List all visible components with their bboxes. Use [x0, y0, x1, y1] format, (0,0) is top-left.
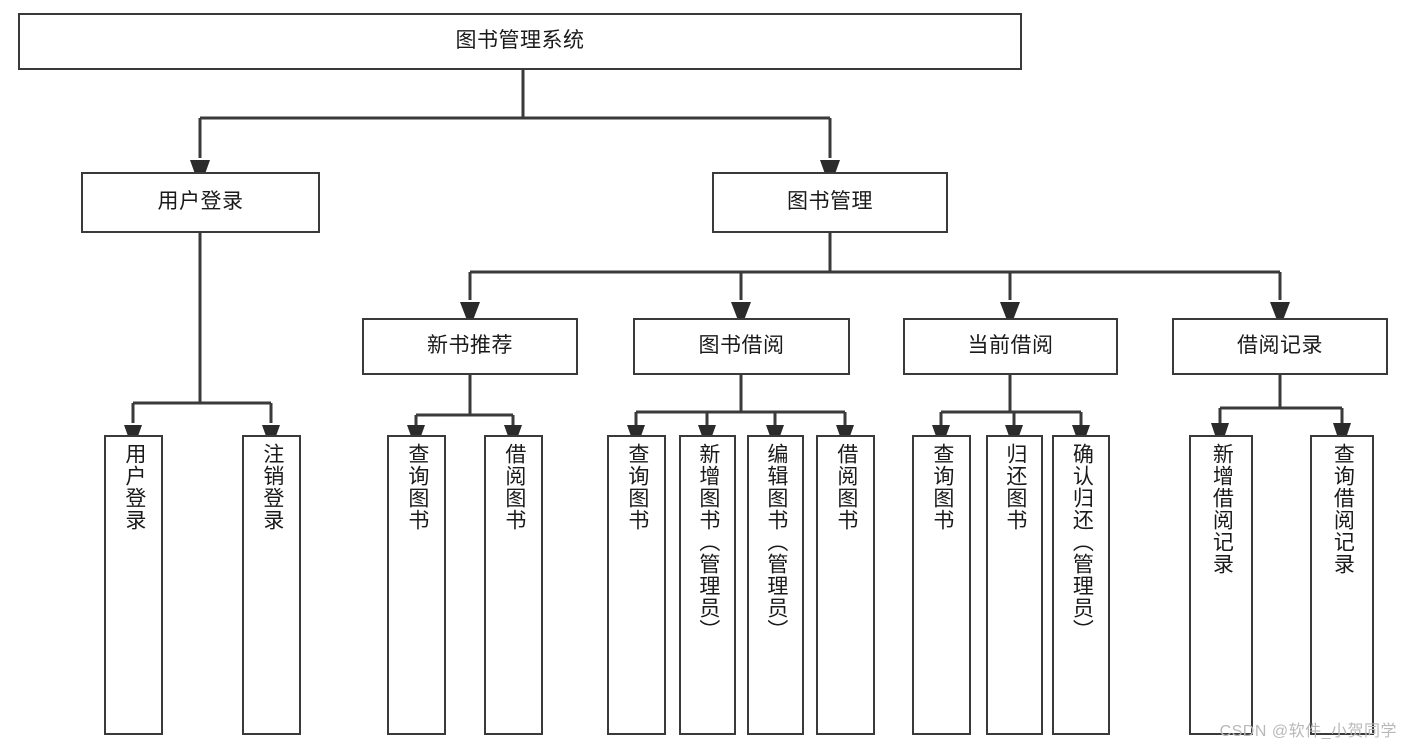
watermark: CSDN @软件_小贺同学: [1219, 723, 1397, 740]
leaf-user-logout[interactable]: 注销登录: [242, 435, 301, 735]
node-label: 编辑图书（管理员）: [764, 443, 788, 641]
leaf-record-add-borrow-record[interactable]: 新增借阅记录: [1189, 435, 1253, 735]
node-user-login[interactable]: 用户登录: [81, 172, 320, 233]
node-label: 注销登录: [260, 443, 284, 531]
leaf-record-query-borrow-record[interactable]: 查询借阅记录: [1310, 435, 1374, 735]
node-book-borrow[interactable]: 图书借阅: [633, 318, 850, 375]
node-label: 用户登录: [122, 443, 146, 531]
node-label: 新增图书（管理员）: [696, 443, 720, 641]
node-label: 图书借阅: [698, 334, 785, 358]
leaf-recommend-query-book[interactable]: 查询图书: [387, 435, 446, 735]
leaf-current-return-book[interactable]: 归还图书: [986, 435, 1043, 735]
node-label: 查询图书: [930, 443, 954, 531]
node-label: 图书管理系统: [455, 29, 585, 53]
node-label: 确认归还（管理员）: [1070, 443, 1094, 641]
node-label: 查询借阅记录: [1331, 443, 1355, 575]
leaf-current-query-book[interactable]: 查询图书: [912, 435, 971, 735]
node-label: 查询图书: [625, 443, 649, 531]
node-label: 借阅图书: [502, 443, 526, 531]
node-label: 新增借阅记录: [1210, 443, 1234, 575]
leaf-borrow-borrow-book[interactable]: 借阅图书: [816, 435, 875, 735]
node-label: 借阅记录: [1237, 334, 1323, 358]
node-label: 当前借阅: [967, 334, 1054, 358]
leaf-recommend-borrow-book[interactable]: 借阅图书: [484, 435, 543, 735]
node-label: 借阅图书: [834, 443, 858, 531]
node-label: 新书推荐: [427, 334, 513, 358]
leaf-borrow-add-book-admin[interactable]: 新增图书（管理员）: [679, 435, 736, 735]
node-label: 归还图书: [1003, 443, 1027, 531]
node-borrow-record[interactable]: 借阅记录: [1172, 318, 1388, 375]
node-root-book-management-system[interactable]: 图书管理系统: [18, 13, 1022, 70]
node-label: 图书管理: [787, 190, 873, 214]
node-book-management[interactable]: 图书管理: [712, 172, 948, 233]
node-new-book-recommend[interactable]: 新书推荐: [362, 318, 578, 375]
node-label: 用户登录: [157, 190, 244, 214]
node-current-borrow[interactable]: 当前借阅: [903, 318, 1118, 375]
node-label: 查询图书: [405, 443, 429, 531]
leaf-user-login[interactable]: 用户登录: [104, 435, 163, 735]
leaf-borrow-edit-book-admin[interactable]: 编辑图书（管理员）: [747, 435, 804, 735]
leaf-borrow-query-book[interactable]: 查询图书: [607, 435, 666, 735]
leaf-current-confirm-return-admin[interactable]: 确认归还（管理员）: [1052, 435, 1110, 735]
